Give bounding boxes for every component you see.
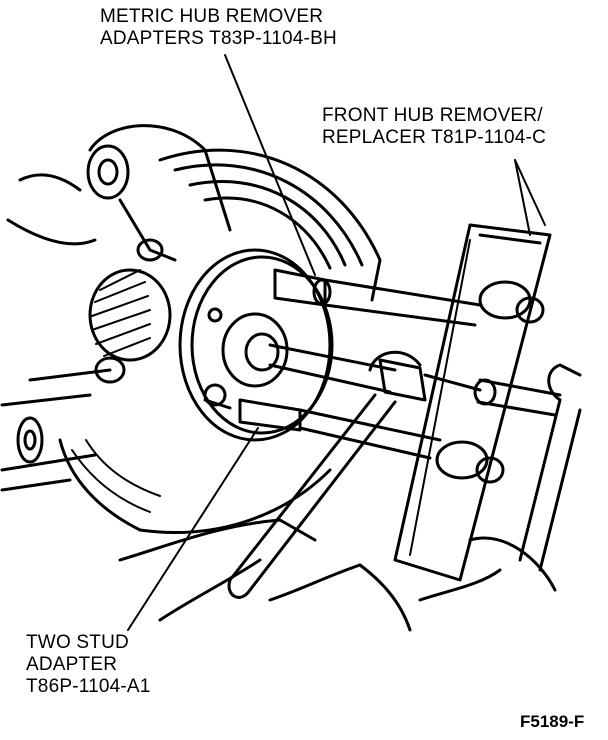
metric-adapter-label: METRIC HUB REMOVER ADAPTERS T83P-1104-BH (100, 6, 337, 50)
two-stud-adapter-label-line-2: ADAPTER (26, 654, 118, 675)
front-hub-tool-label-line-1: FRONT HUB REMOVER/ (322, 105, 543, 126)
wrench (227, 350, 582, 599)
spindle-nut (88, 268, 172, 384)
two-stud-adapter-label: TWO STUD ADAPTER T86P-1104-A1 (26, 632, 151, 698)
figure-code: F5189-F (520, 712, 585, 731)
two-stud-adapter-label-line-1: TWO STUD (26, 632, 129, 653)
leader-lines (127, 54, 546, 631)
forcing-screw (268, 343, 482, 402)
front-hub-tool-label-line-2: REPLACER T81P-1104-C (322, 127, 547, 148)
two-stud-adapter (238, 398, 442, 460)
metric-adapter-label-line-1: METRIC HUB REMOVER (100, 6, 324, 27)
two-stud-adapter-label-line-3: T86P-1104-A1 (26, 676, 151, 697)
hub-remover-bar (393, 223, 562, 582)
metric-adapter-label-line-2: ADAPTERS T83P-1104-BH (100, 28, 337, 49)
hub-face (178, 248, 334, 442)
axle-shaft (0, 368, 112, 492)
hands (118, 518, 557, 632)
front-hub-tool-label: FRONT HUB REMOVER/ REPLACER T81P-1104-C (322, 105, 546, 149)
steering-knuckle (6, 124, 232, 262)
